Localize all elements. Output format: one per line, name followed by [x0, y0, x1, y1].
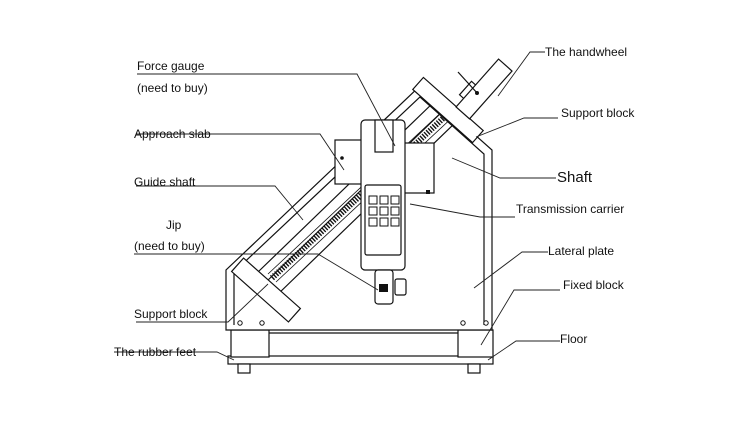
floor-plate — [227, 329, 494, 365]
label-jip: Jip — [166, 218, 182, 232]
label-force-gauge: Force gauge — [137, 59, 205, 73]
force-gauge — [360, 119, 406, 271]
transmission-carrier — [403, 142, 435, 194]
label-transmission-carrier: Transmission carrier — [516, 202, 624, 216]
label-floor: Floor — [560, 332, 587, 346]
handwheel — [455, 58, 513, 120]
jig — [374, 269, 407, 305]
label-force-gauge-note: (need to buy) — [137, 81, 208, 95]
label-support-block-right: Support block — [561, 106, 635, 120]
label-lateral-plate: Lateral plate — [548, 244, 614, 258]
label-approach-slab: Approach slab — [134, 127, 211, 141]
labels: Force gauge (need to buy) Approach slab … — [114, 45, 635, 359]
label-shaft: Shaft — [557, 169, 593, 186]
support-block-bottom — [230, 257, 302, 323]
leader-lines — [114, 51, 560, 361]
label-handwheel: The handwheel — [545, 45, 627, 59]
label-support-block-left: Support block — [134, 307, 208, 321]
label-fixed-block: Fixed block — [563, 278, 625, 292]
label-jip-note: (need to buy) — [134, 239, 205, 253]
label-rubber-feet: The rubber feet — [114, 345, 197, 359]
label-guide-shaft: Guide shaft — [134, 175, 196, 189]
mounting-holes — [237, 320, 489, 326]
machine-drawing — [225, 58, 513, 374]
rubber-feet — [237, 363, 481, 374]
